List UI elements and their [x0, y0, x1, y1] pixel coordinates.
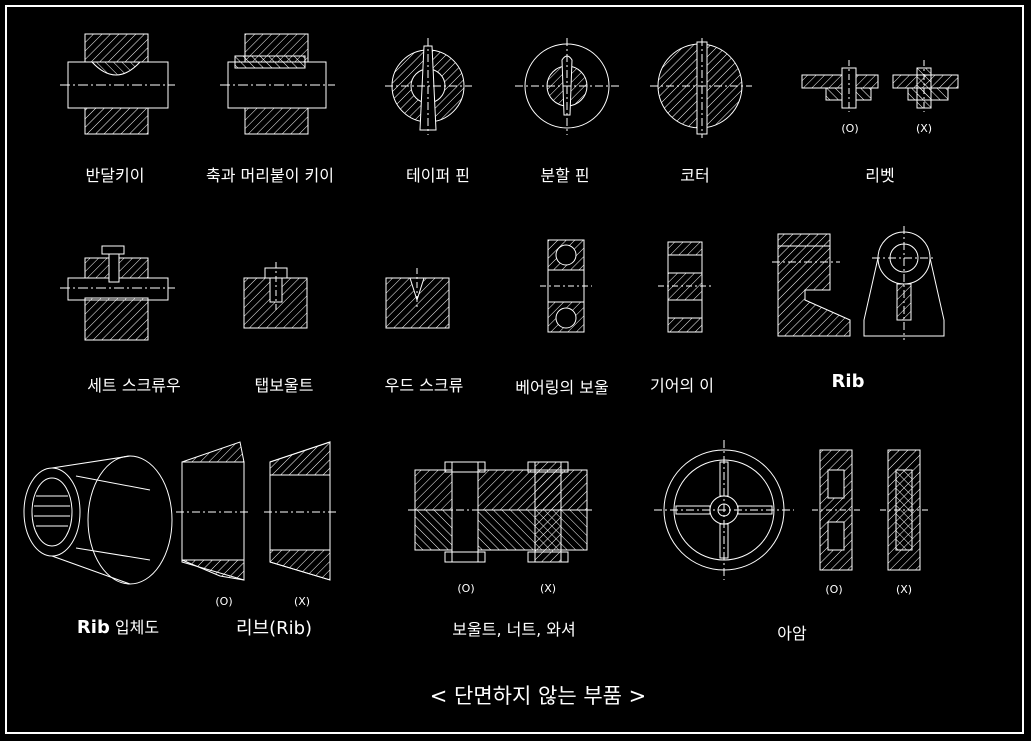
rib-isometric-drawing	[23, 455, 173, 585]
label-arm-o: (O)	[825, 583, 843, 596]
label-set-screw: 세트 스크류우	[87, 376, 181, 395]
label-rib: Rib	[831, 371, 865, 392]
label-bolt-nut-washer: 보울트, 너트, 와셔	[452, 620, 576, 639]
label-rib-x: (X)	[293, 595, 311, 608]
label-bolt-x: (X)	[539, 582, 557, 595]
half-moon-key-drawing	[60, 33, 175, 135]
set-screw-drawing	[60, 245, 175, 341]
taper-pin-drawing	[385, 38, 472, 135]
label-shaft-head-key: 축과 머리붙이 키이	[206, 166, 334, 185]
label-arm: 아암	[777, 624, 807, 643]
split-pin-drawing	[515, 38, 620, 135]
diagram-title: < 단면하지 않는 부품 >	[429, 684, 647, 708]
label-rib-section: 리브(Rib)	[235, 618, 313, 639]
shaft-head-key-drawing	[220, 33, 335, 135]
rib-section-drawing	[176, 441, 336, 581]
label-taper-pin: 테이퍼 핀	[406, 166, 470, 185]
arm-section-drawing	[812, 449, 928, 571]
bearing-drawing	[540, 239, 592, 333]
label-gear-tooth: 기어의 이	[650, 376, 714, 395]
label-half-moon-key: 반달키이	[85, 166, 145, 185]
label-split-pin: 분할 핀	[540, 166, 590, 185]
rivet-drawing	[801, 60, 959, 112]
label-bearing-ball: 베어링의 보울	[515, 378, 609, 397]
label-rib-o: (O)	[215, 595, 233, 608]
arm-wheel-drawing	[654, 440, 794, 580]
cotter-drawing	[650, 38, 752, 138]
label-rib-isometric: Rib 입체도	[76, 617, 160, 638]
tap-bolt-drawing	[243, 262, 308, 329]
rib-bracket-drawing	[772, 226, 945, 340]
label-tap-bolt: 탭보울트	[254, 376, 314, 395]
drawing-frame	[5, 5, 1024, 734]
label-rivet-x: (X)	[915, 122, 933, 135]
label-cotter: 코터	[680, 166, 710, 185]
label-wood-screw: 우드 스크류	[384, 376, 464, 395]
label-rivet: 리벳	[865, 166, 895, 185]
wood-screw-drawing	[385, 268, 450, 329]
bolt-nut-washer-drawing	[408, 461, 594, 563]
gear-tooth-drawing	[658, 241, 712, 333]
label-rivet-o: (O)	[841, 122, 859, 135]
label-arm-x: (X)	[895, 583, 913, 596]
label-bolt-o: (O)	[457, 582, 475, 595]
